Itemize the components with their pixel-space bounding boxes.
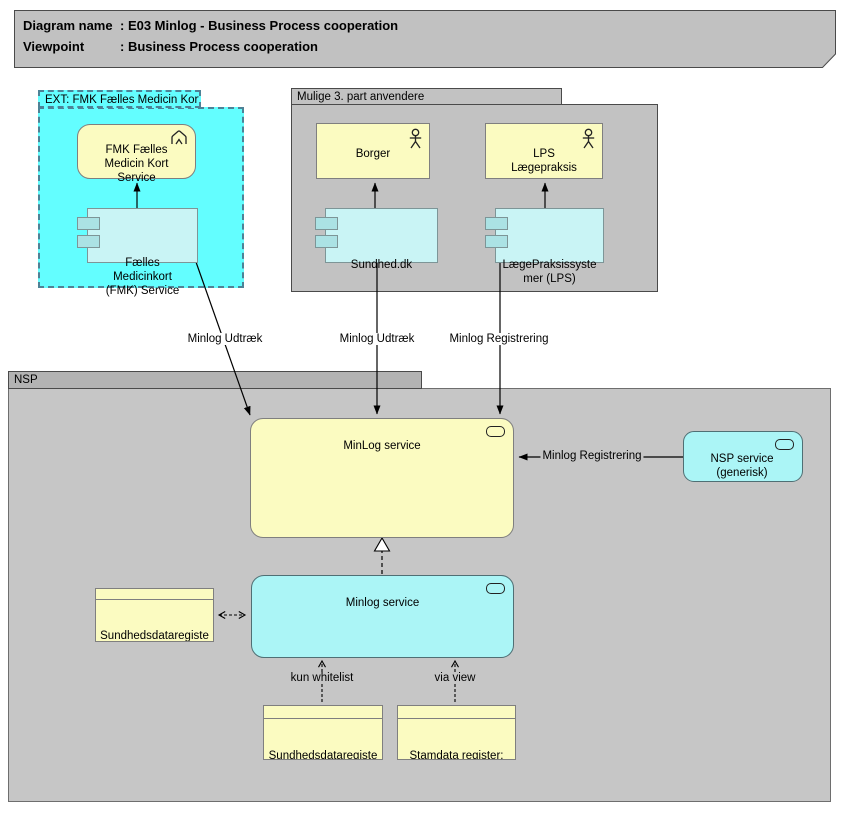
- node-minlog-service-app[interactable]: MinLog service: [250, 418, 514, 538]
- component-port-icon: [485, 217, 508, 230]
- actor-icon: [409, 128, 422, 149]
- node-fmk-service[interactable]: FMK Fælles Medicin Kort Service: [77, 124, 196, 184]
- diagram-name-label: Diagram name: [23, 18, 113, 33]
- actor-icon: [582, 128, 595, 149]
- edge-label-kun-whitelist[interactable]: kun whitelist: [288, 672, 356, 684]
- edge-label-sundhed-udtraek[interactable]: Minlog Udtræk: [337, 333, 417, 345]
- edge-label-lps-registrering[interactable]: Minlog Registrering: [447, 333, 551, 345]
- node-sdr-minlog[interactable]: Sundhedsdataregiste r: Minlog: [95, 588, 214, 642]
- component-port-icon: [77, 217, 100, 230]
- title-row-diagram-name: Diagram name : E03 Minlog - Business Pro…: [23, 18, 398, 33]
- fmk-service-label: FMK Fælles Medicin Kort Service: [104, 144, 169, 184]
- group-nsp-tab[interactable]: NSP: [8, 371, 422, 389]
- sdr-minlog-label: Sundhedsdataregiste r: Minlog: [100, 630, 209, 642]
- service-stadium-icon: [486, 583, 505, 594]
- node-minlog-service-cyan[interactable]: Minlog service: [251, 575, 514, 658]
- service-stadium-icon: [486, 426, 505, 437]
- data-object-header-icon: [398, 706, 515, 719]
- lps-component-label: LægePraksissyste mer (LPS): [502, 259, 597, 285]
- sdr-behandling-label: Sundhedsdataregiste r: Behandlingsrelati…: [268, 750, 378, 760]
- node-nsp-service-generisk[interactable]: NSP service (generisk): [683, 431, 803, 482]
- group-mulige-tab[interactable]: Mulige 3. part anvendere: [291, 88, 562, 105]
- title-block-shape: [14, 10, 836, 68]
- minlog-service-app-label: MinLog service: [343, 440, 421, 452]
- diagram-name-value: : E03 Minlog - Business Process cooperat…: [120, 18, 399, 33]
- title-block: Diagram name : E03 Minlog - Business Pro…: [14, 10, 837, 68]
- service-stadium-icon: [775, 439, 794, 450]
- lps-actor-label: LPS Lægepraksis: [511, 148, 577, 174]
- node-sundhed-dk[interactable]: Sundhed.dk: [315, 208, 438, 271]
- minlog-service-cyan-label: Minlog service: [345, 597, 420, 609]
- edge-label-nsp-registrering[interactable]: Minlog Registrering: [540, 450, 644, 462]
- sundhed-label: Sundhed.dk: [350, 259, 413, 271]
- component-port-icon: [485, 235, 508, 248]
- node-sdr-behandlingsrelation[interactable]: Sundhedsdataregiste r: Behandlingsrelati…: [263, 705, 383, 760]
- fmk-component-label: Fælles Medicinkort (FMK) Service: [105, 257, 180, 297]
- stamdata-cpr-label: Stamdata register: CPR: [409, 750, 504, 760]
- data-object-header-icon: [264, 706, 382, 719]
- node-lps-component[interactable]: LægePraksissyste mer (LPS): [485, 208, 604, 285]
- nsp-service-label: NSP service (generisk): [710, 453, 774, 479]
- component-port-icon: [315, 217, 338, 230]
- data-object-header-icon: [96, 589, 213, 600]
- viewpoint-label: Viewpoint: [23, 39, 85, 54]
- component-port-icon: [77, 235, 100, 248]
- edge-label-via-view[interactable]: via view: [432, 672, 478, 684]
- process-chevron-icon: [171, 130, 187, 145]
- borger-label: Borger: [355, 148, 391, 160]
- node-borger[interactable]: Borger: [316, 123, 430, 179]
- component-port-icon: [315, 235, 338, 248]
- node-fmk-component[interactable]: Fælles Medicinkort (FMK) Service: [77, 208, 198, 297]
- edge-label-fmk-udtraek[interactable]: Minlog Udtræk: [185, 333, 265, 345]
- group-ext-fmk-tab[interactable]: EXT: FMK Fælles Medicin Kort: [38, 90, 201, 108]
- viewpoint-value: : Business Process cooperation: [120, 39, 318, 54]
- title-row-viewpoint: Viewpoint : Business Process cooperation: [23, 39, 318, 54]
- node-stamdata-cpr[interactable]: Stamdata register: CPR: [397, 705, 516, 760]
- node-lps-laegepraksis[interactable]: LPS Lægepraksis: [485, 123, 603, 179]
